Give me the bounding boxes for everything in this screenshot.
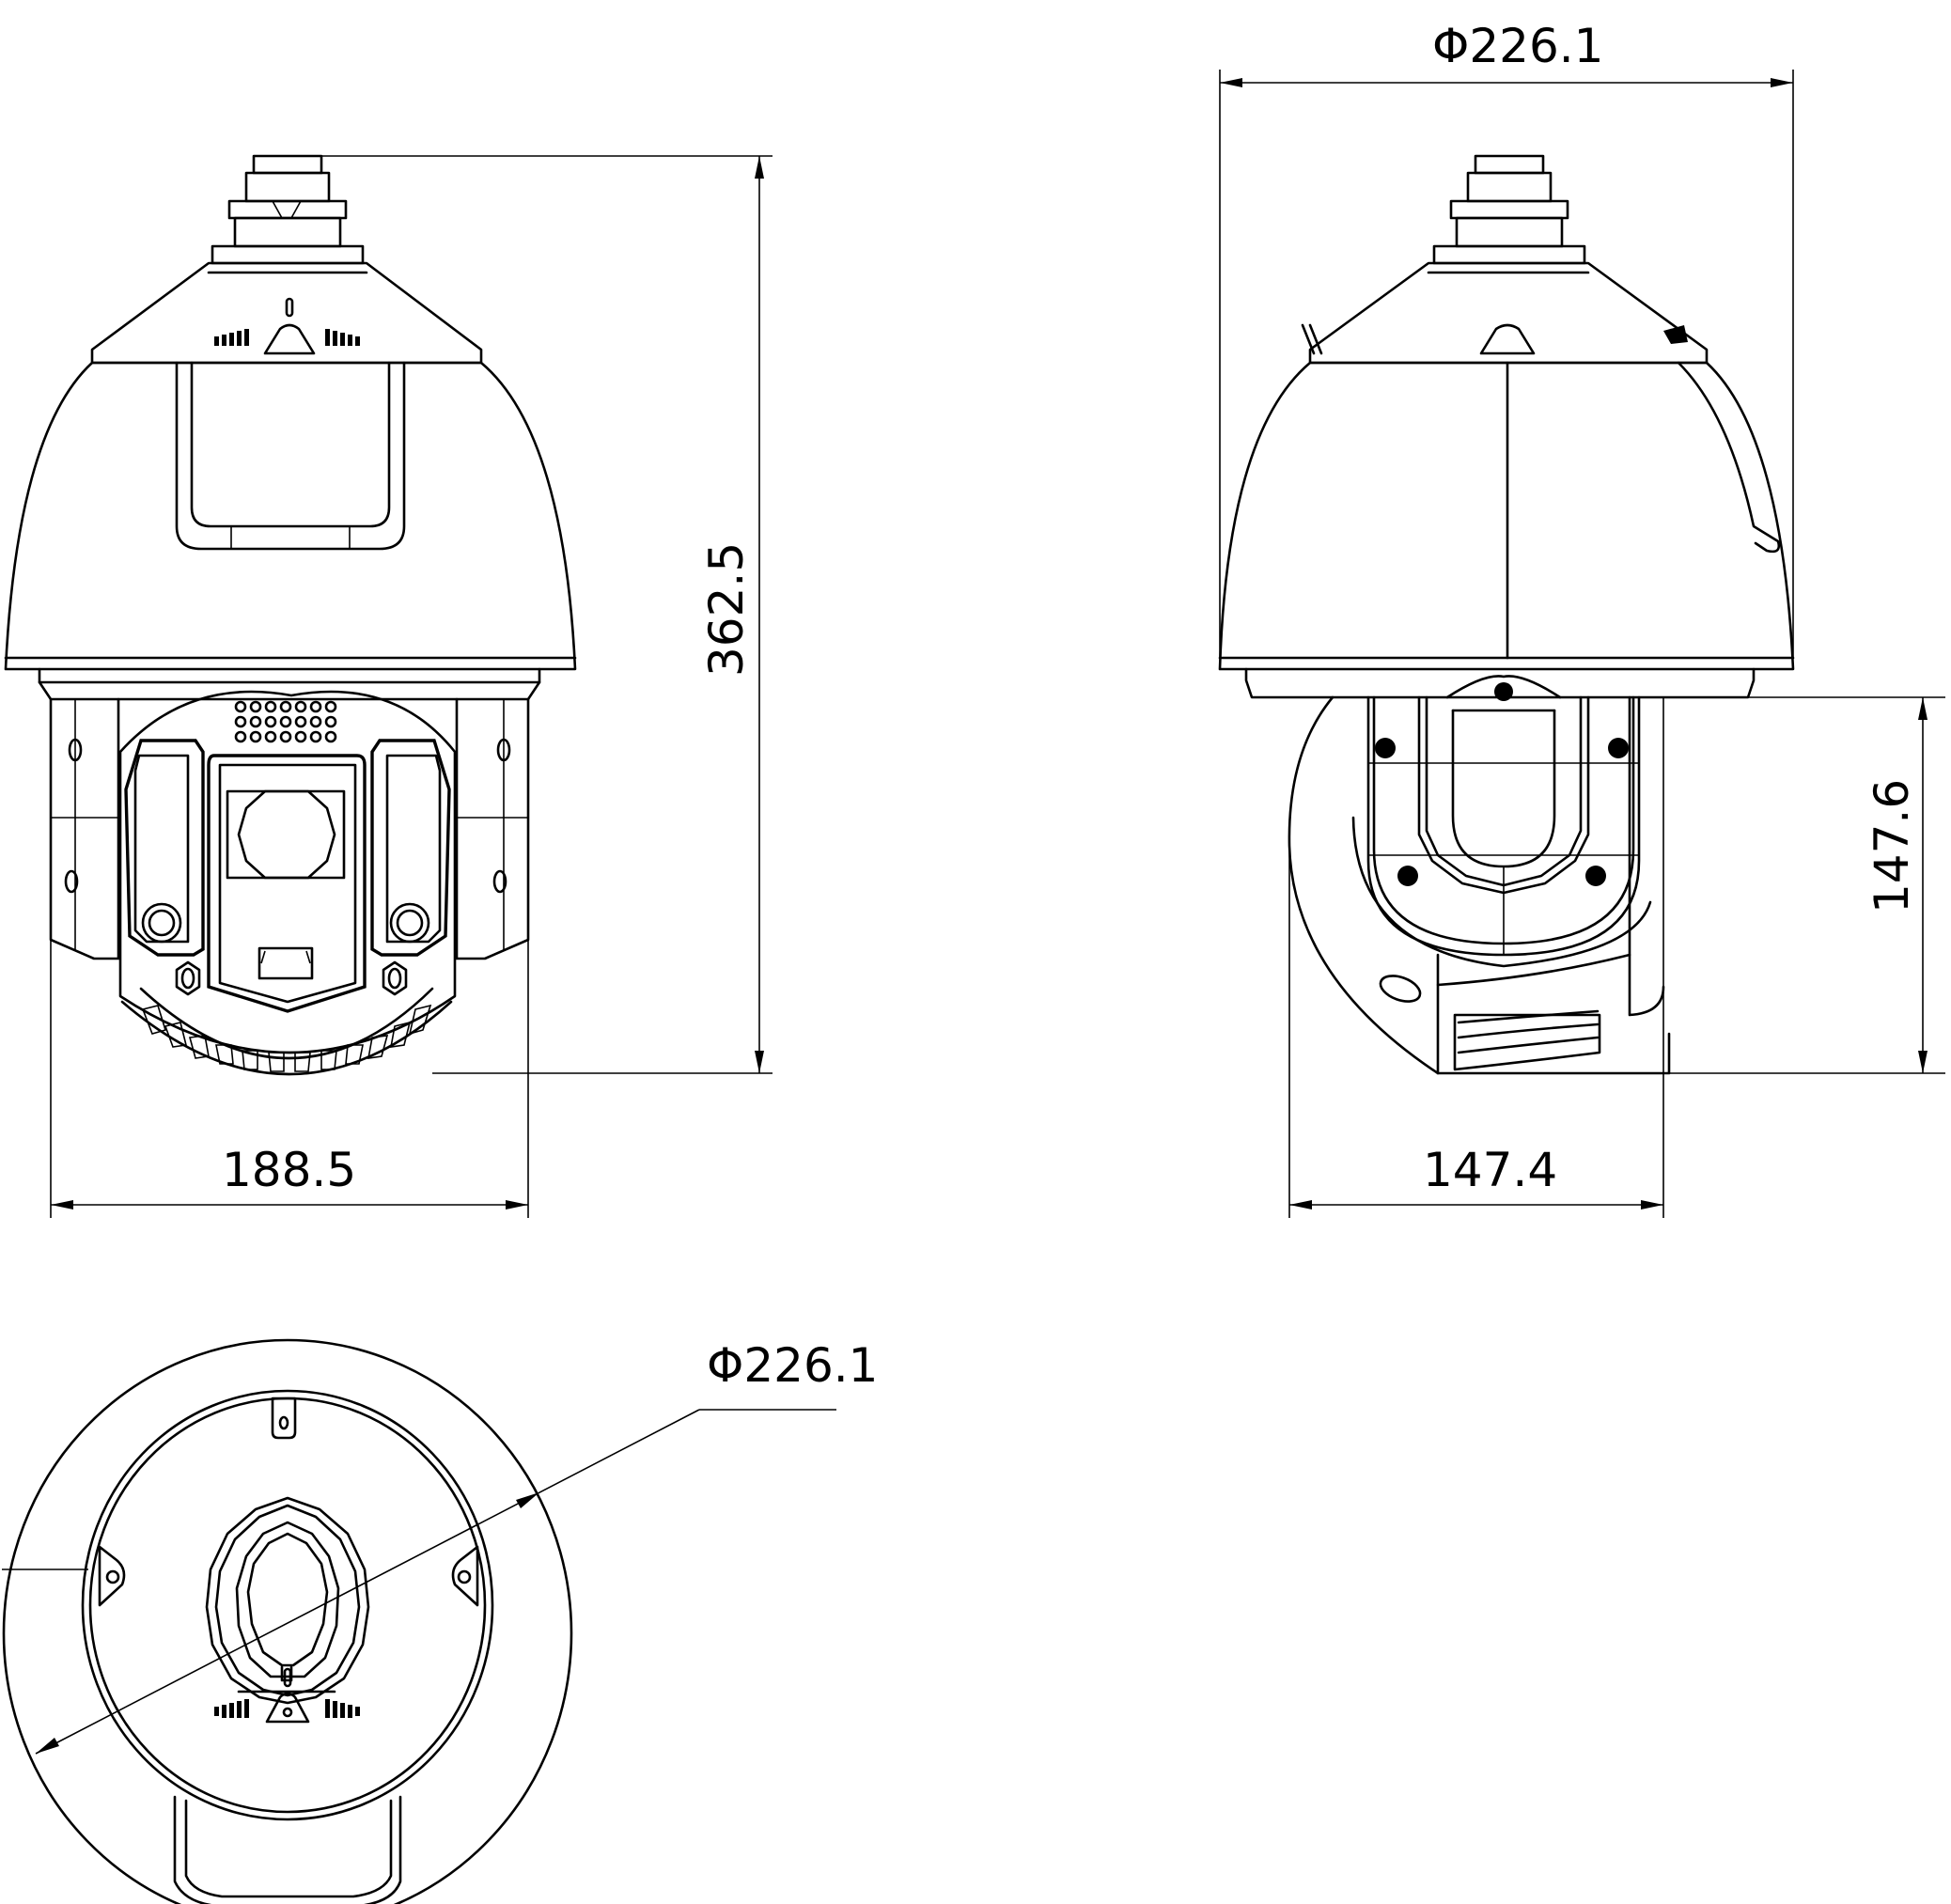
dimension-lower-height: 147.6 (1663, 696, 1945, 1074)
dim-147-4: 147.4 (1423, 1143, 1557, 1197)
lens (237, 789, 336, 880)
dimension-lower-width: 147.4 (1288, 1090, 1664, 1218)
front-window (175, 361, 406, 551)
dimension-diameter-top: Φ226.1 (2, 1338, 879, 1755)
ir-led-left (141, 902, 182, 944)
camera-head (118, 690, 457, 1076)
dimension-diameter: Φ226.1 (1219, 19, 1794, 658)
ir-led-right (389, 902, 430, 944)
cap-ring-outer (81, 1389, 494, 1821)
sensor-window (258, 946, 314, 980)
front-view: 362.5 188.5 (4, 154, 773, 1218)
pan-base (1288, 695, 1671, 1075)
dome-housing (4, 361, 577, 671)
pan-arms (49, 697, 530, 960)
dome-housing (1218, 361, 1795, 671)
dimension-height: 362.5 (254, 155, 773, 1074)
lens-module (207, 754, 367, 1013)
tilt-arm (1351, 695, 1652, 968)
dim-147-6: 147.6 (1865, 779, 1919, 913)
cable-connector (1432, 154, 1586, 265)
ir-panel-right (370, 739, 451, 957)
vent-slots (141, 1004, 432, 1072)
side-view: Φ226.1 147.6 147.4 (1218, 19, 1945, 1218)
dim-diameter-bottom: Φ226.1 (707, 1338, 879, 1393)
speaker-grille (234, 700, 337, 743)
top-view: Φ226.1 (2, 1338, 879, 1904)
dim-188-5: 188.5 (222, 1143, 356, 1197)
connector-top (205, 1496, 370, 1705)
dim-362-5: 362.5 (699, 542, 754, 677)
top-cap (1308, 261, 1709, 365)
outer-rim (2, 1338, 573, 1904)
alignment-marks (214, 297, 360, 355)
cable-connector (211, 154, 365, 265)
ir-panel-left (124, 739, 205, 957)
alignment-marks (214, 1699, 360, 1718)
dim-diameter-top: Φ226.1 (1432, 19, 1604, 73)
camera-head-side (1379, 695, 1665, 1075)
window-bottom (173, 1795, 402, 1904)
dimension-width: 188.5 (50, 940, 529, 1218)
